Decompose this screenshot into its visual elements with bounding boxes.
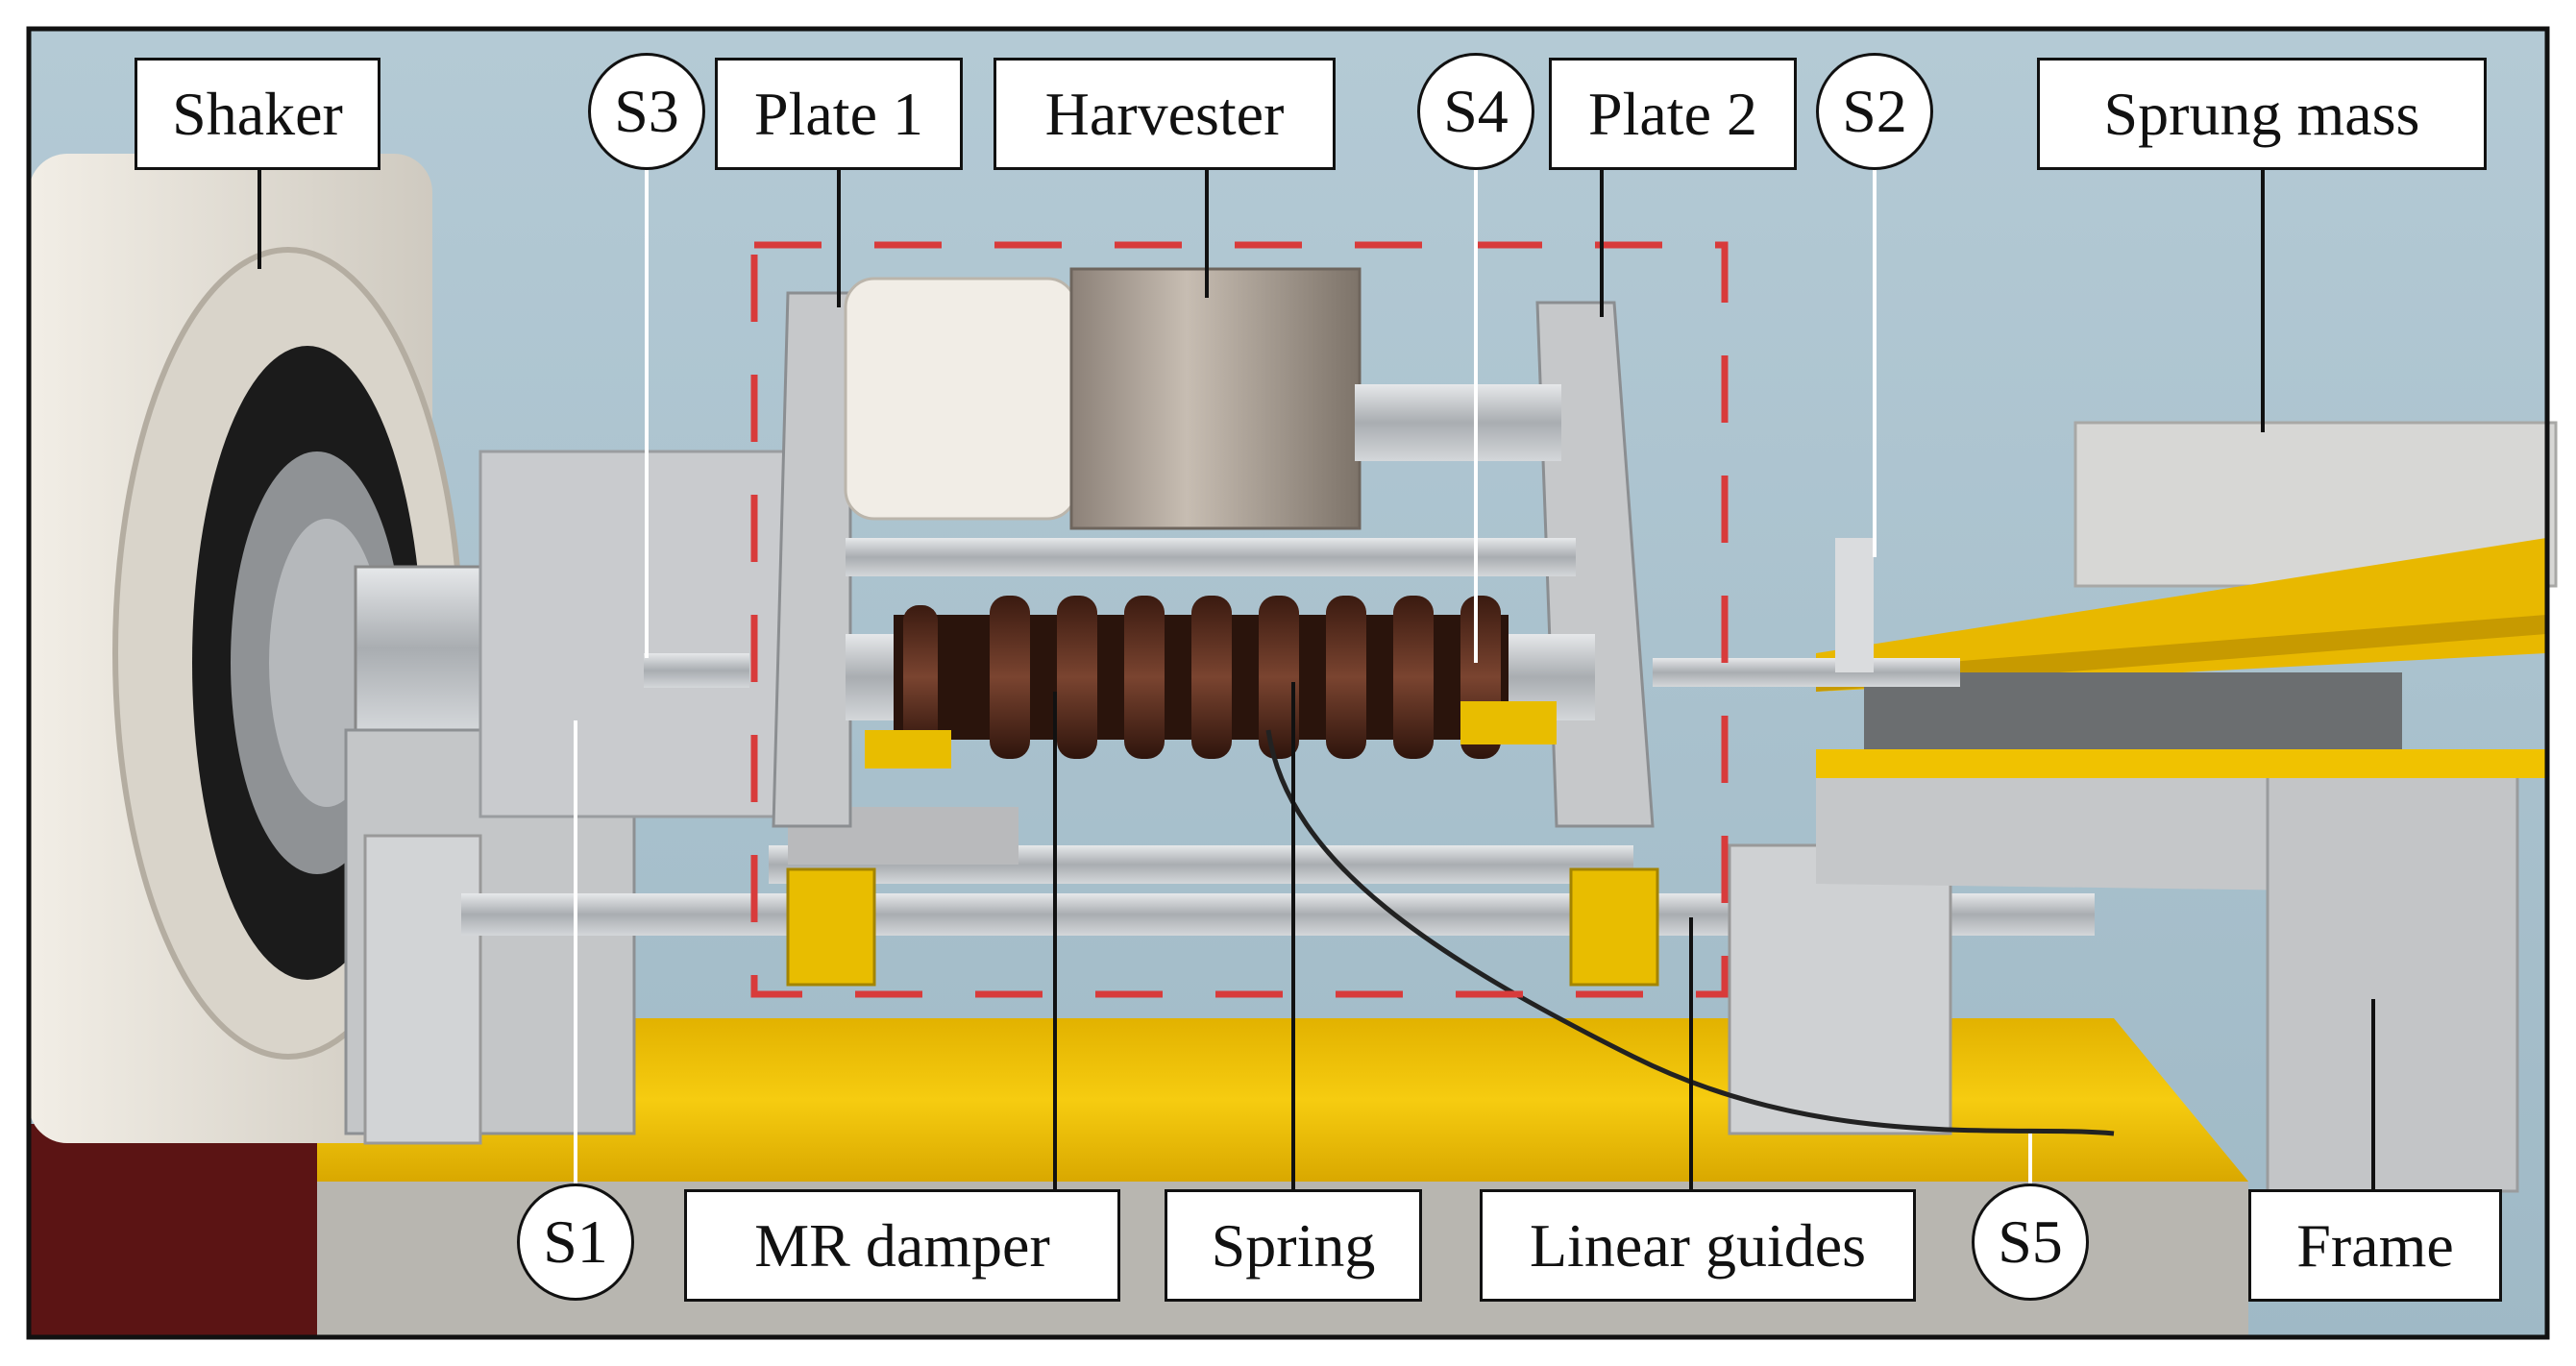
leader-lines: [258, 168, 2375, 1201]
sensor-s4: S4: [1417, 53, 1534, 170]
label-harvester: Harvester: [994, 58, 1336, 170]
sensor-s2: S2: [1816, 53, 1933, 170]
label-shaker: Shaker: [135, 58, 380, 170]
sensor-s5: S5: [1972, 1183, 2089, 1301]
sensor-leader-lines: [574, 170, 2032, 1183]
label-plate2: Plate 2: [1549, 58, 1797, 170]
label-spring: Spring: [1165, 1189, 1422, 1302]
label-frame: Frame: [2248, 1189, 2502, 1302]
label-mr-damper: MR damper: [684, 1189, 1120, 1302]
label-linear-guides: Linear guides: [1480, 1189, 1916, 1302]
label-plate1: Plate 1: [715, 58, 963, 170]
label-sprung-mass: Sprung mass: [2037, 58, 2487, 170]
sensor-s1: S1: [517, 1183, 634, 1301]
sensor-s3: S3: [588, 53, 705, 170]
dashed-region-box: [750, 241, 1729, 998]
figure-border: [26, 26, 2550, 1340]
spring-coils: [894, 596, 1509, 759]
